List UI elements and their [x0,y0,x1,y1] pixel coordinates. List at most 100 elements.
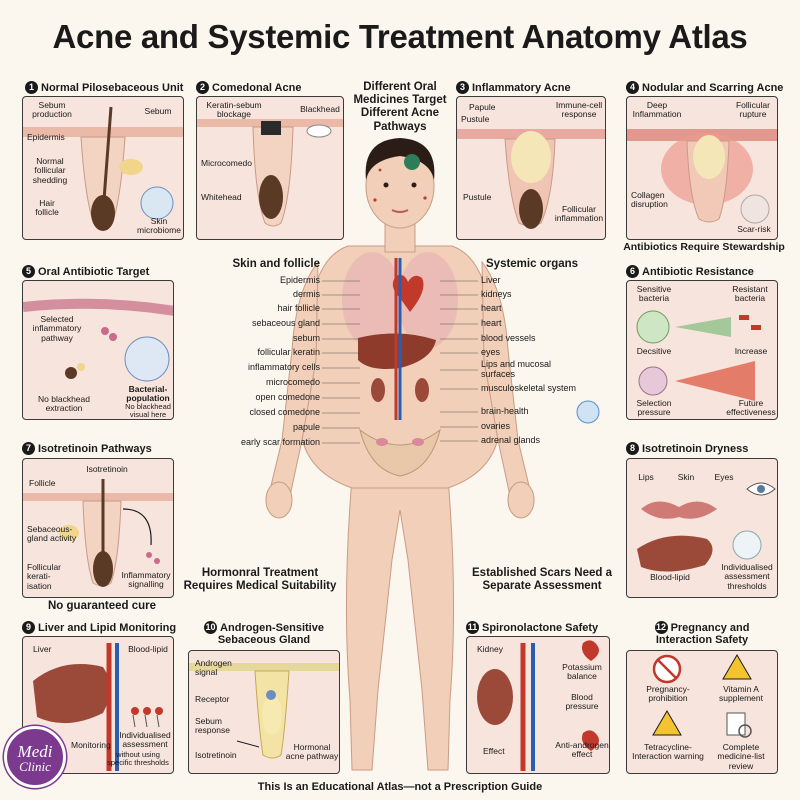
logo-line-1: Medi [17,742,53,761]
p4-label: Deep Inflammation [632,100,682,120]
p2-label: Microcomedo [201,158,253,168]
p7-label: Sebaceous-gland activity [27,524,77,544]
p1-label: Hair follicle [35,198,59,218]
p6-label: Selection pressure [636,398,672,418]
right-label: heart [481,303,502,313]
p10-label: Sebum response [195,716,230,736]
p2-label: Keratin-sebum blockage [206,100,262,120]
panel-4: Deep Inflammation Follicular rupture Col… [626,96,778,240]
p7-label: Isotretinoin [86,464,128,474]
p1-label: Sebum production [32,100,72,120]
right-label: kidneys [481,289,512,299]
mid-left-heading: Hormonral Treatment Requires Medical Sui… [183,567,337,593]
footer-note: This Is an Educational Atlas—not a Presc… [257,781,543,793]
left-label: hair follicle [277,303,320,313]
left-label: closed comedone [249,407,320,417]
p5-label: Bacterial-population [126,384,170,404]
p3-label: Follicular inflammation [554,204,604,224]
left-label: sebum [292,333,320,343]
panel-10: Androgen signal Receptor Sebum response … [188,650,340,774]
mid-right-heading: Established Scars Need a Separate Assess… [472,567,612,593]
p8-label: Skin [677,472,695,482]
p11-label: Kidney [477,644,503,654]
p1-label: Skin microbiome [137,216,181,236]
p6-label: Resistant bacteria [732,284,768,304]
stewardship-note: Antibiotics Require Stewardship [623,241,785,253]
p9-label: Individualised assessment [119,730,171,750]
p9-label: Blood-lipid [128,644,168,654]
p8-label: Lips [638,472,654,482]
right-label: Liver [481,275,501,285]
p1-label: Normal follicular shedding [32,156,68,185]
panel-8: Lips Skin Eyes Blood-lipid Individualise… [626,458,778,598]
p3-label: Immune-cell response [555,100,603,120]
p11-label: Anti-androgen effect [555,740,609,760]
p12-label: Vitamin A supplement [719,684,763,704]
right-label: eyes [481,347,501,357]
no-cure-note: No guaranteed cure [48,600,156,612]
p12-label: Pregnancy-prohibition [646,684,690,704]
p7-label: Follicular kerati-isation [27,562,62,591]
p10-label: Androgen signal [195,658,232,678]
p11-label: Effect [483,746,505,756]
right-label: ovaries [481,421,511,431]
left-label: open comedone [255,392,320,402]
p7-label: Follicle [29,478,56,488]
panel-1: Sebum production Sebum Epidermis Normal … [22,96,184,240]
panel-7: Isotretinoin Follicle Sebaceous-gland ac… [22,458,174,598]
right-label: blood vessels [481,333,536,343]
p3-label: Papule [469,102,496,112]
panel-6: Sensitive bacteria Resistant bacteria De… [626,280,778,420]
left-label: follicular keratin [257,347,320,357]
p12-label: Tetracycline-Interaction warning [632,742,704,762]
p1-label: Epidermis [27,132,65,142]
panel-11: Kidney Potassium balance Blood pressure … [466,636,610,774]
p2-label: Whitehead [201,192,242,202]
p8-label: Individualised assessment thresholds [721,562,773,591]
right-label: Lips and mucosal surfaces [481,359,552,380]
top-center-heading: Different Oral Medicines Target Differen… [353,81,447,133]
p4-label: Scar-risk [737,224,771,234]
p8-label: Blood-lipid [650,572,690,582]
p3-label: Pustule [461,114,490,124]
p5-label: No blackhead visual here [125,402,171,420]
medi-clinic-logo: Medi Clinic [4,726,66,788]
panel-5: Selected inflammatory pathway Bacterial-… [22,280,174,420]
p1-label: Sebum [144,106,172,116]
left-label: early scar formation [240,437,320,447]
p6-label: Sensitive bacteria [636,284,672,304]
p8-label: Eyes [714,472,734,482]
right-label: brain-health [481,406,529,416]
p7-label: Inflammatory signalling [121,570,171,590]
p10-label: Receptor [195,694,230,704]
p12-label: Complete medicine-list review [717,742,765,771]
p5-label: Selected inflammatory pathway [32,314,82,343]
panel-2: Keratin-sebum blockage Blackhead Microco… [196,96,344,240]
panel-12: Pregnancy-prohibition Vitamin A suppleme… [626,650,778,774]
p9-label: Liver [33,644,52,654]
p4-label: Collagen disruption [631,190,668,210]
right-label: adrenal glands [481,435,541,445]
left-label: Epidermis [279,275,320,285]
left-label: microcomedo [265,377,320,387]
p2-label: Blackhead [300,104,340,114]
p11-label: Blood pressure [565,692,599,712]
p4-label: Follicular rupture [735,100,770,120]
left-column-title: Skin and follicle [232,258,320,270]
right-column-title: Systemic organs [486,258,579,270]
left-label: sebaceous gland [251,318,320,328]
p6-label: Future effectiveness [726,398,776,418]
p10-label: Isotretinoin [195,750,237,760]
p6-label: Decsitive [636,346,672,356]
right-label: heart [481,318,502,328]
